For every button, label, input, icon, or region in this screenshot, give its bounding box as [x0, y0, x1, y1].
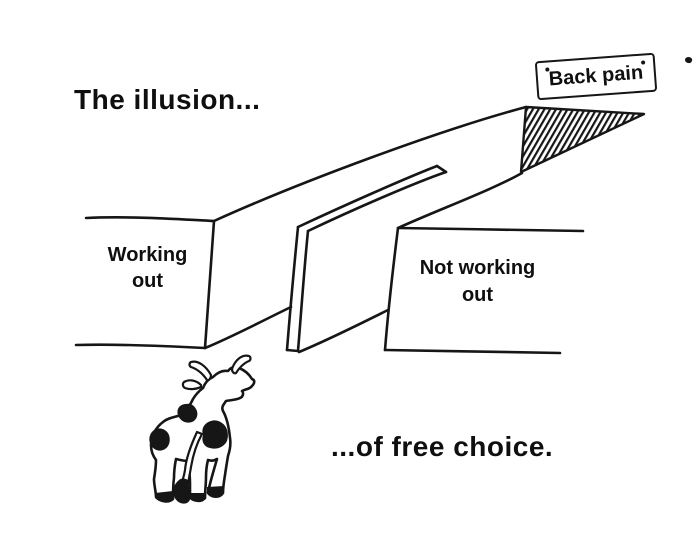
cow-left-hoof: [155, 491, 173, 502]
right-wall-label-line2: out: [461, 284, 494, 306]
left-wall-label-line2: out: [131, 270, 164, 292]
sign-nail-right-icon: [640, 60, 646, 65]
divider-left-edge: [285, 225, 300, 352]
right-wall-label-line1: Not working: [419, 257, 536, 279]
cow-spot-left-flank: [149, 428, 170, 451]
cow-front-hoof: [189, 493, 206, 502]
cow-right-horn: [230, 354, 252, 375]
divider-top-near-line: [296, 164, 439, 229]
left-wall-bottom-edge: [74, 343, 207, 350]
cow-left-horn: [188, 360, 213, 382]
pit-hole: [519, 105, 646, 174]
left-wall-top-edge: [84, 216, 216, 223]
right-wall-label: Not working out: [405, 255, 550, 309]
right-wall-bottom-edge: [383, 348, 562, 355]
divider-wall: [285, 164, 448, 354]
cow-right-hoof: [207, 486, 224, 498]
sign-label: Back pain: [548, 61, 644, 91]
title-top: The illusion...: [74, 84, 261, 115]
title-bottom: ...of free choice.: [331, 431, 554, 462]
cow-tail-tuft: [173, 478, 191, 504]
right-wall-top-edge: [396, 226, 585, 233]
left-wall-silhouette-line: [212, 105, 528, 223]
cow-left-ear: [181, 379, 203, 391]
divider-right-edge: [296, 229, 310, 353]
left-wall: [74, 105, 528, 350]
left-corridor-ground-line: [203, 305, 293, 350]
left-wall-label-line1: Working: [107, 244, 188, 266]
right-wall-flank-line: [396, 171, 524, 230]
divider-top-far-line: [306, 170, 448, 233]
cow-illustration: [149, 354, 256, 504]
right-wall-left-edge: [383, 226, 400, 352]
right-wall: [383, 171, 585, 355]
right-corridor-ground-line: [297, 308, 390, 354]
divider-end-cap: [435, 164, 448, 174]
left-wall-right-edge: [203, 219, 216, 350]
cow-spot-neck: [177, 403, 198, 423]
cow-spot-right-side: [202, 420, 228, 449]
left-wall-label: Working out: [95, 242, 200, 294]
divider-bottom-cap: [285, 348, 300, 353]
